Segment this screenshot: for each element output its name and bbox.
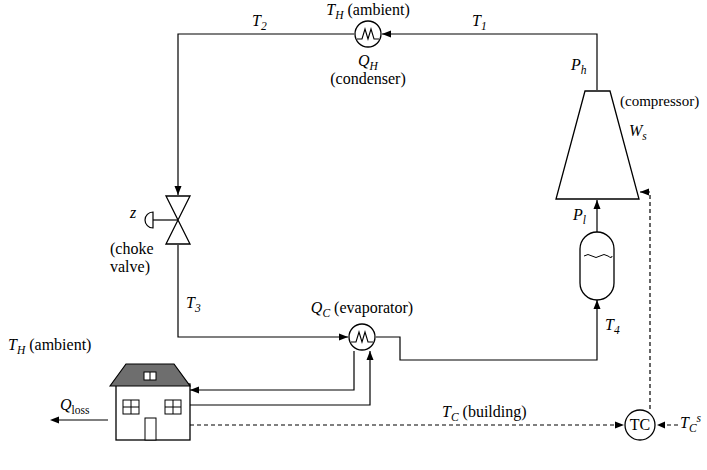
symbol-part: T bbox=[186, 294, 195, 311]
condenser-symbol bbox=[354, 20, 382, 48]
symbol-part: H bbox=[17, 344, 25, 356]
symbol-part: Q bbox=[60, 396, 72, 413]
symbol-part: s bbox=[697, 412, 701, 424]
flow-connector bbox=[190, 422, 624, 429]
symbol-part: T bbox=[252, 12, 261, 29]
flow-connector bbox=[640, 189, 650, 410]
flow-connector bbox=[175, 34, 355, 195]
node-label: TH (ambient) bbox=[8, 336, 91, 354]
setpoint-arrow bbox=[657, 422, 678, 429]
symbol-part: T bbox=[680, 414, 689, 431]
symbol-part: P bbox=[573, 206, 583, 223]
node-label: QH (condenser) bbox=[330, 52, 406, 88]
symbol-part: 3 bbox=[195, 302, 201, 314]
symbol-part: l bbox=[583, 214, 586, 226]
symbol-part: C bbox=[451, 411, 459, 423]
symbol-part: Q bbox=[358, 52, 370, 69]
controller: TC bbox=[624, 409, 656, 441]
symbol-part: T bbox=[326, 1, 335, 18]
flash-drum bbox=[580, 232, 614, 300]
choke-valve: z(choke valve) bbox=[165, 195, 191, 245]
stream-label: TC (building) bbox=[440, 403, 529, 421]
node-label: z bbox=[130, 204, 136, 222]
stream-label: T3 bbox=[184, 294, 203, 312]
heat-loss-arrow bbox=[50, 417, 108, 424]
symbol-part: H bbox=[370, 60, 378, 72]
symbol-part: z bbox=[130, 204, 136, 221]
evaporator-symbol bbox=[348, 323, 376, 351]
choke-valve-symbol bbox=[165, 195, 191, 245]
symbol-part: W bbox=[629, 122, 642, 139]
flow-connector bbox=[382, 31, 597, 91]
variable-label: Qloss bbox=[60, 396, 89, 414]
symbol-part: h bbox=[581, 64, 587, 76]
flow-connector bbox=[190, 351, 374, 405]
node-label: (compressor) bbox=[620, 92, 699, 110]
building-symbol bbox=[110, 360, 190, 440]
symbol-part: loss bbox=[72, 404, 90, 416]
symbol-part: T bbox=[442, 403, 451, 420]
stream-label: T1 bbox=[470, 12, 489, 30]
node-label: (choke valve) bbox=[110, 240, 154, 276]
symbol-part: C bbox=[322, 307, 330, 319]
stream-label: T4 bbox=[603, 316, 622, 334]
symbol-part: Q bbox=[311, 299, 323, 316]
symbol-part: T bbox=[8, 336, 17, 353]
symbol-part: T bbox=[605, 316, 614, 333]
flow-connector bbox=[178, 245, 348, 341]
symbol-part: 2 bbox=[261, 20, 267, 32]
symbol-part: P bbox=[571, 56, 581, 73]
flow-connector bbox=[190, 351, 354, 394]
variable-label: Ph bbox=[571, 56, 587, 74]
node-label: Ws bbox=[629, 122, 647, 140]
symbol-part: H bbox=[335, 9, 343, 21]
variable-label: TCs bbox=[680, 414, 701, 432]
symbol-part: 1 bbox=[481, 20, 487, 32]
node-label: QC (evaporator) bbox=[311, 299, 413, 317]
evaporator: QC (evaporator) bbox=[348, 323, 376, 351]
drum-inlet-arrowhead bbox=[594, 300, 601, 309]
symbol-part: T bbox=[472, 12, 481, 29]
condenser: TH (ambient)QH (condenser) bbox=[354, 20, 382, 48]
symbol-part: 4 bbox=[614, 324, 620, 336]
building: TH (ambient) bbox=[110, 360, 190, 440]
flow-connector bbox=[376, 200, 601, 360]
variable-label: Pl bbox=[573, 206, 586, 224]
compressor: (compressor)Ws bbox=[555, 90, 640, 200]
stream-label: T2 bbox=[250, 12, 269, 30]
node-label: TH (ambient) bbox=[326, 1, 409, 19]
symbol-part: C bbox=[689, 422, 697, 434]
symbol-part: s bbox=[642, 130, 646, 142]
node-label: TC bbox=[630, 416, 650, 434]
